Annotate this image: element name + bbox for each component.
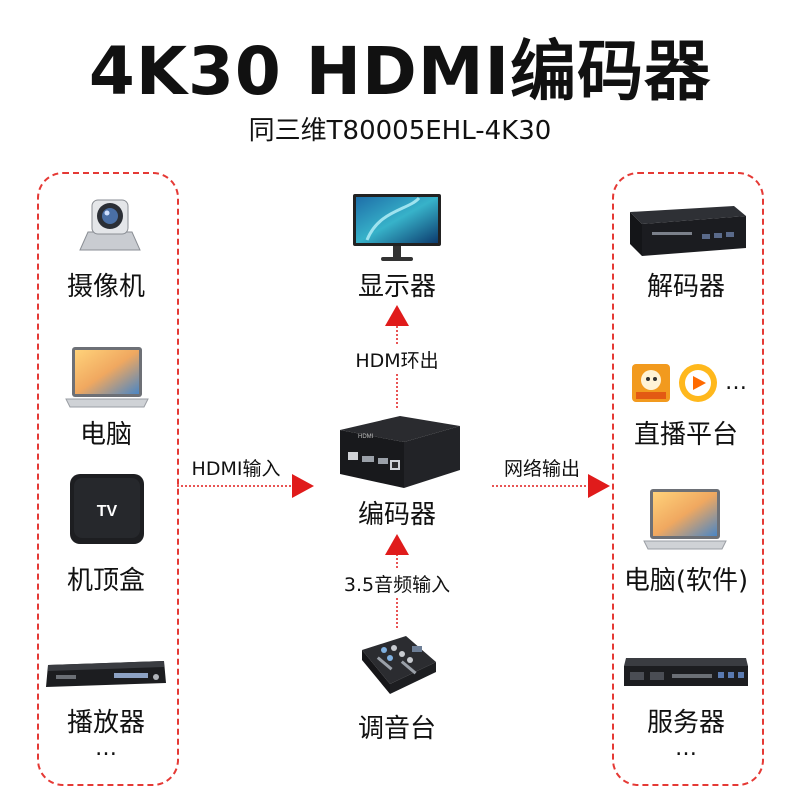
encoder-device-icon: HDMI <box>340 416 460 488</box>
platform-more-dots: … <box>725 370 747 395</box>
input-more-dots: … <box>95 736 117 761</box>
audio-mixer-icon <box>362 636 436 694</box>
network-output-arrowhead <box>588 474 610 498</box>
rack-server-icon <box>624 658 748 686</box>
audio-input-arrowhead <box>385 534 409 555</box>
hdmi-input-label: HDMI输入 <box>191 458 281 480</box>
set-top-box-icon: TV <box>70 474 144 544</box>
output-label-platform: 直播平台 <box>633 420 738 450</box>
input-label-set-top-box: 机顶盒 <box>66 566 145 596</box>
page-title: 4K30 HDMI编码器 <box>88 33 712 110</box>
output-targets-group <box>612 172 764 786</box>
input-label-camera: 摄像机 <box>66 272 145 302</box>
output-label-decoder: 解码器 <box>646 272 725 302</box>
laptop-icon <box>65 347 149 408</box>
encoder-label: 编码器 <box>357 500 436 530</box>
streaming-platform-icon <box>632 364 717 402</box>
tv-badge: TV <box>97 503 118 520</box>
output-more-dots: … <box>675 736 697 761</box>
loop-out-arrowhead <box>385 305 409 326</box>
loop-out-label: HDM环出 <box>320 346 474 373</box>
input-label-player: 播放器 <box>66 708 145 738</box>
mixer-label: 调音台 <box>357 714 436 744</box>
network-output-label: 网络输出 <box>503 458 580 480</box>
laptop-icon <box>643 489 727 550</box>
output-label-server: 服务器 <box>646 708 725 738</box>
page-subtitle: 同三维T80005EHL-4K30 <box>248 116 552 146</box>
decoder-box-icon <box>630 206 746 256</box>
input-label-laptop: 电脑 <box>79 420 132 450</box>
ptz-camera-icon <box>79 199 141 251</box>
svg-text:HDMI: HDMI <box>358 434 374 440</box>
monitor-label: 显示器 <box>357 272 436 302</box>
monitor-icon <box>353 194 441 261</box>
dvd-player-icon <box>46 661 166 687</box>
output-label-pc-software: 电脑(软件) <box>623 566 749 596</box>
input-devices-group <box>37 172 179 786</box>
audio-input-label: 3.5音频输入 <box>310 570 484 597</box>
hdmi-input-arrowhead <box>292 474 314 498</box>
